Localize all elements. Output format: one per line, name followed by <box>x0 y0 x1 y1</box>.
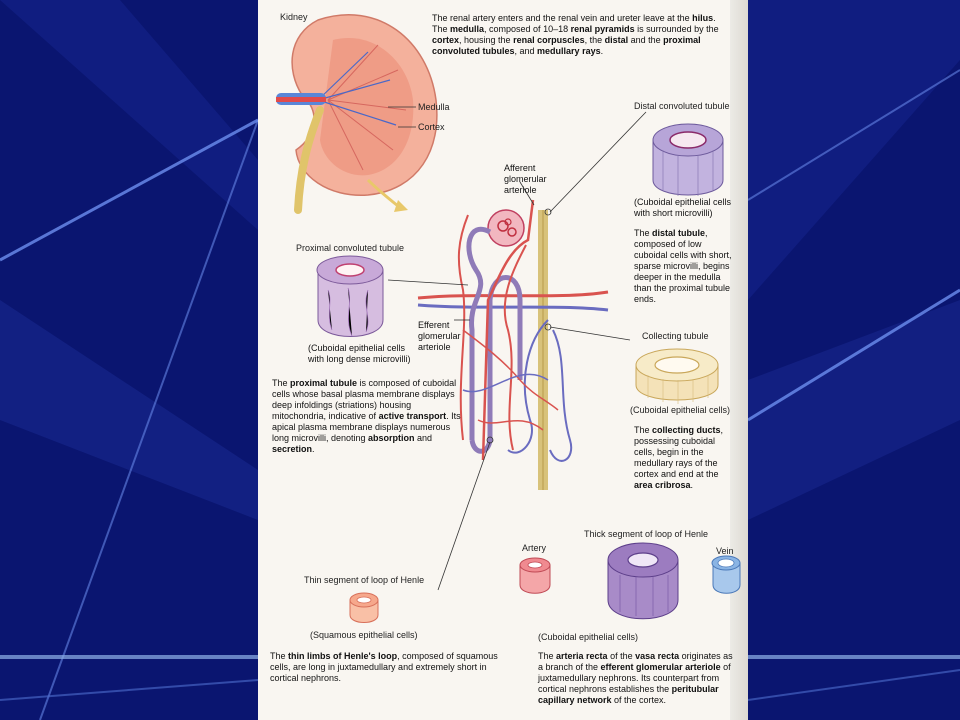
vein-label: Vein <box>716 546 734 556</box>
thick-loop-cells-label: (Cuboidal epithelial cells) <box>538 632 639 642</box>
collecting-tubule-crosssection <box>635 348 719 404</box>
efferent-arteriole-label: Efferent glomerular arteriole <box>418 320 461 352</box>
proximal-tubule-crosssection <box>316 255 384 337</box>
proximal-paragraph: The proximal tubule is composed of cuboi… <box>272 378 461 454</box>
page-edge-strip <box>730 0 748 720</box>
thin-loop-crosssection <box>349 592 379 623</box>
afferent-arteriole-label: Afferent glomerular arteriole <box>504 163 547 195</box>
nephron-drawing <box>417 199 609 490</box>
vein-crosssection <box>711 555 741 594</box>
collecting-paragraph: The collecting ducts, possessing cuboida… <box>634 425 724 490</box>
distal-paragraph: The distal tubule, composed of low cuboi… <box>634 228 732 304</box>
thin-loop-paragraph: The thin limbs of Henle's loop, composed… <box>270 651 498 683</box>
proximal-cells-label: (Cuboidal epithelial cells with long den… <box>308 343 411 364</box>
distal-cells-label: (Cuboidal epithelial cells with short mi… <box>634 197 732 218</box>
artery-crosssection <box>519 557 551 594</box>
nephron-illustration <box>276 14 741 623</box>
squamous-cells-label: (Squamous epithelial cells) <box>310 630 418 640</box>
distal-tubule-crosssection <box>652 123 724 196</box>
collecting-cells-label: (Cuboidal epithelial cells) <box>630 405 731 415</box>
arteria-recta-paragraph: The arteria recta of the vasa recta orig… <box>538 651 733 705</box>
kidney-drawing <box>276 14 438 214</box>
hilus-paragraph: The renal artery enters and the renal ve… <box>432 13 719 56</box>
leader-lines <box>387 111 647 591</box>
thin-loop-label: Thin segment of loop of Henle <box>304 575 425 585</box>
kidney-label: Kidney <box>280 12 308 22</box>
cortex-label: Cortex <box>418 122 445 132</box>
thick-loop-crosssection <box>607 542 679 620</box>
medulla-label: Medulla <box>418 102 450 112</box>
thick-loop-label: Thick segment of loop of Henle <box>584 529 709 539</box>
proximal-tubule-label: Proximal convoluted tubule <box>296 243 405 253</box>
collecting-tubule-label: Collecting tubule <box>642 331 709 341</box>
distal-tubule-label: Distal convoluted tubule <box>634 101 730 111</box>
textbook-page: Kidney Medulla Cortex Distal convoluted … <box>258 0 748 720</box>
artery-label: Artery <box>522 543 547 553</box>
